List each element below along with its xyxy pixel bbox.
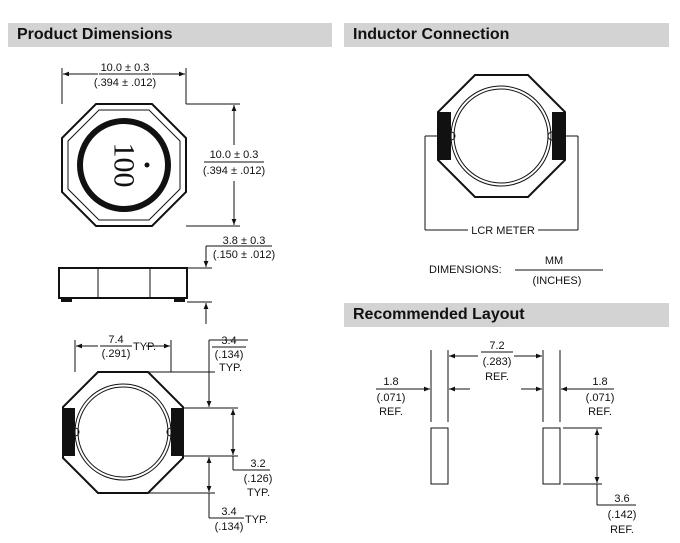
- side-terminal-left: [61, 297, 72, 302]
- width-dimension: 10.0 ± 0.3 (.394 ± .012): [61, 62, 187, 104]
- bottom-pad-left: [63, 408, 75, 456]
- layout-pad-right: [542, 427, 561, 485]
- top-offset-dimension: 3.4 (.134) TYP.: [206, 335, 248, 407]
- connection-pad-right: [552, 112, 565, 160]
- pad-length-suffix: REF.: [610, 524, 634, 536]
- connection-pad-left: [438, 112, 451, 160]
- side-terminal-right: [174, 297, 185, 302]
- left-width-mm: 1.8: [383, 376, 398, 388]
- lcr-meter-label: LCR METER: [471, 225, 535, 237]
- bottom-offset-in: (.134): [215, 521, 244, 533]
- inductor-body-bottom-view: [62, 371, 184, 494]
- recommended-layout-header: Recommended Layout: [344, 303, 669, 327]
- top-offset-mm: 3.4: [221, 335, 236, 347]
- bottom-pad-right: [171, 408, 183, 456]
- pad-length-mm: 3.6: [614, 493, 629, 505]
- right-width-suffix: REF.: [588, 406, 612, 418]
- units-bottom: (INCHES): [533, 275, 582, 287]
- pad-height-dimension: 3.2 (.126) TYP.: [230, 409, 273, 499]
- height-in: (.394 ± .012): [203, 165, 265, 177]
- dimensions-legend: DIMENSIONS: MM (INCHES): [429, 255, 603, 287]
- spacing-in: (.283): [483, 356, 512, 368]
- left-width-suffix: REF.: [379, 406, 403, 418]
- polarity-dot: [144, 162, 150, 168]
- pad-height-in: (.126): [244, 473, 273, 485]
- inductor-body-side-view: [58, 267, 188, 299]
- top-view: 100: [61, 103, 187, 227]
- connection-diagram: LCR METER: [424, 74, 579, 237]
- pad-span-dimension: 7.4 (.291) TYP.: [74, 334, 172, 372]
- layout-pad-left: [430, 427, 449, 485]
- width-mm: 10.0 ± 0.3: [101, 62, 150, 74]
- pad-span-in: (.291): [102, 348, 131, 360]
- part-marking: 100: [108, 143, 141, 188]
- layout-spacing-dimension: 7.2 (.283) REF.: [449, 340, 542, 383]
- pad-span-mm: 7.4: [108, 334, 123, 346]
- recommended-layout-diagram: [430, 350, 561, 485]
- spacing-suffix: REF.: [485, 371, 509, 383]
- bottom-offset-suffix: TYP.: [245, 514, 268, 526]
- left-width-in: (.071): [377, 392, 406, 404]
- thickness-dimension: 3.8 ± 0.3 (.150 ± .012): [187, 235, 275, 324]
- bottom-offset-dimension: 3.4 (.134) TYP.: [206, 457, 268, 533]
- inductor-connection-header: Inductor Connection: [344, 23, 669, 47]
- thickness-mm: 3.8 ± 0.3: [223, 235, 266, 247]
- side-view: [58, 267, 188, 302]
- bottom-offset-mm: 3.4: [221, 506, 236, 518]
- units-top: MM: [545, 255, 563, 267]
- height-dimension: 10.0 ± 0.3 (.394 ± .012): [186, 103, 265, 227]
- spacing-mm: 7.2: [489, 340, 504, 352]
- pad-height-mm: 3.2: [250, 458, 265, 470]
- product-dimensions-header: Product Dimensions: [8, 23, 332, 47]
- layout-pad-length-dimension: 3.6 (.142) REF.: [563, 427, 637, 536]
- width-in: (.394 ± .012): [94, 77, 156, 89]
- thickness-in: (.150 ± .012): [213, 249, 275, 261]
- winding-ring: [77, 118, 171, 212]
- pad-span-suffix: TYP.: [133, 341, 156, 353]
- height-mm: 10.0 ± 0.3: [210, 149, 259, 161]
- layout-right-width-dimension: 1.8 (.071) REF.: [521, 376, 614, 418]
- top-offset-in: (.134): [215, 349, 244, 361]
- layout-left-width-dimension: 1.8 (.071) REF.: [376, 376, 470, 418]
- right-width-mm: 1.8: [592, 376, 607, 388]
- pad-height-suffix: TYP.: [247, 487, 270, 499]
- inductor-body-connection: [437, 74, 566, 198]
- right-width-in: (.071): [586, 392, 615, 404]
- dimensions-label: DIMENSIONS:: [429, 264, 502, 276]
- bottom-view: [62, 371, 184, 494]
- top-offset-suffix: TYP.: [219, 362, 242, 374]
- pad-length-in: (.142): [608, 509, 637, 521]
